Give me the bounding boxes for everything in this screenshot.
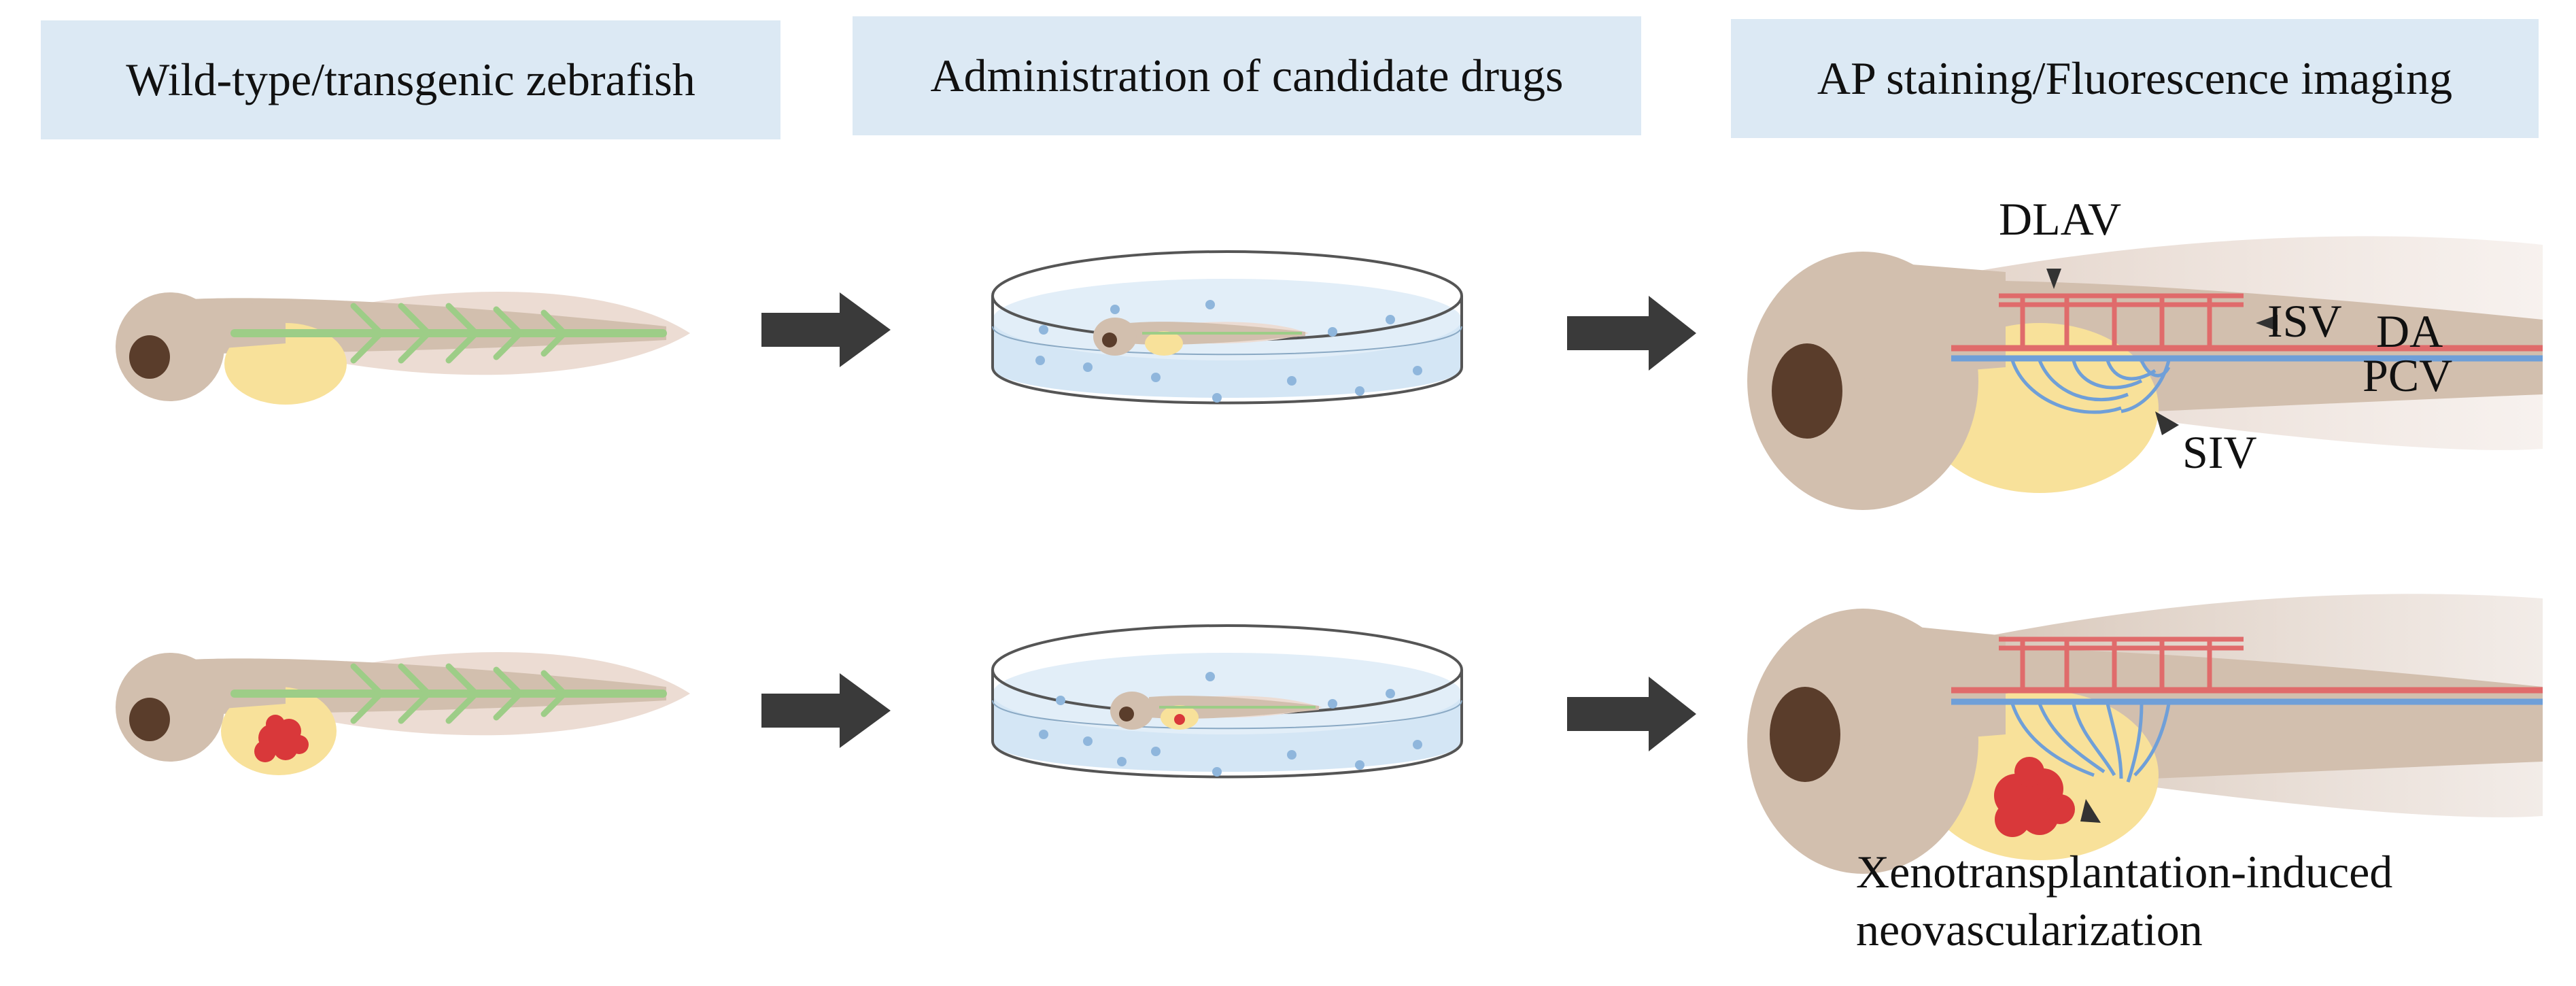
fish-imaging-xenograft: Xenotransplantation-induced neovasculari… (1747, 594, 2543, 955)
tumor-cluster (1994, 757, 2075, 837)
fish-xenograft (116, 651, 690, 775)
dlav-arrowhead-icon (2046, 269, 2061, 289)
header-imaging-label: AP staining/Fluorescence imaging (1817, 52, 2453, 104)
label-da: DA (2376, 305, 2443, 357)
petri-dish (991, 250, 1463, 405)
isv-vessels (1999, 293, 2244, 347)
tumor-cluster (254, 715, 309, 762)
label-isv: ISV (2267, 295, 2342, 347)
fish-wildtype (116, 291, 690, 405)
arrow-right-icon (761, 673, 891, 748)
header-imaging: AP staining/Fluorescence imaging (1731, 19, 2539, 138)
header-drug-label: Administration of candidate drugs (930, 50, 1564, 101)
siv-vessels (2010, 359, 2171, 414)
eye-icon (1772, 343, 1842, 439)
arrow-right-icon (1567, 677, 1696, 751)
fish-imaging-wildtype: DLAV ISV DA PCV SIV (1747, 193, 2543, 510)
header-wildtype-zebrafish: Wild-type/transgenic zebrafish (41, 20, 780, 139)
eye-icon (129, 335, 170, 379)
tumor-arrowhead-icon (2080, 799, 2101, 823)
label-neovascularization: neovascularization (1856, 904, 2203, 955)
siv-vessels (2010, 703, 2171, 783)
petri-dish (991, 624, 1463, 779)
arrow-right-icon (1567, 296, 1696, 371)
label-dlav: DLAV (1999, 193, 2121, 245)
label-xenotransplantation: Xenotransplantation-induced (1856, 846, 2392, 898)
arrow-right-icon (761, 292, 891, 367)
eye-icon (129, 698, 170, 741)
siv-arrowhead-icon (2155, 411, 2179, 435)
isv-arrowhead-icon (2256, 315, 2278, 331)
header-drug-administration: Administration of candidate drugs (853, 16, 1641, 135)
isv-vessels (1999, 636, 2244, 690)
header-wildtype-label: Wild-type/transgenic zebrafish (126, 54, 695, 105)
eye-icon (1770, 687, 1840, 782)
label-siv: SIV (2182, 426, 2257, 478)
label-pcv: PCV (2363, 350, 2452, 401)
